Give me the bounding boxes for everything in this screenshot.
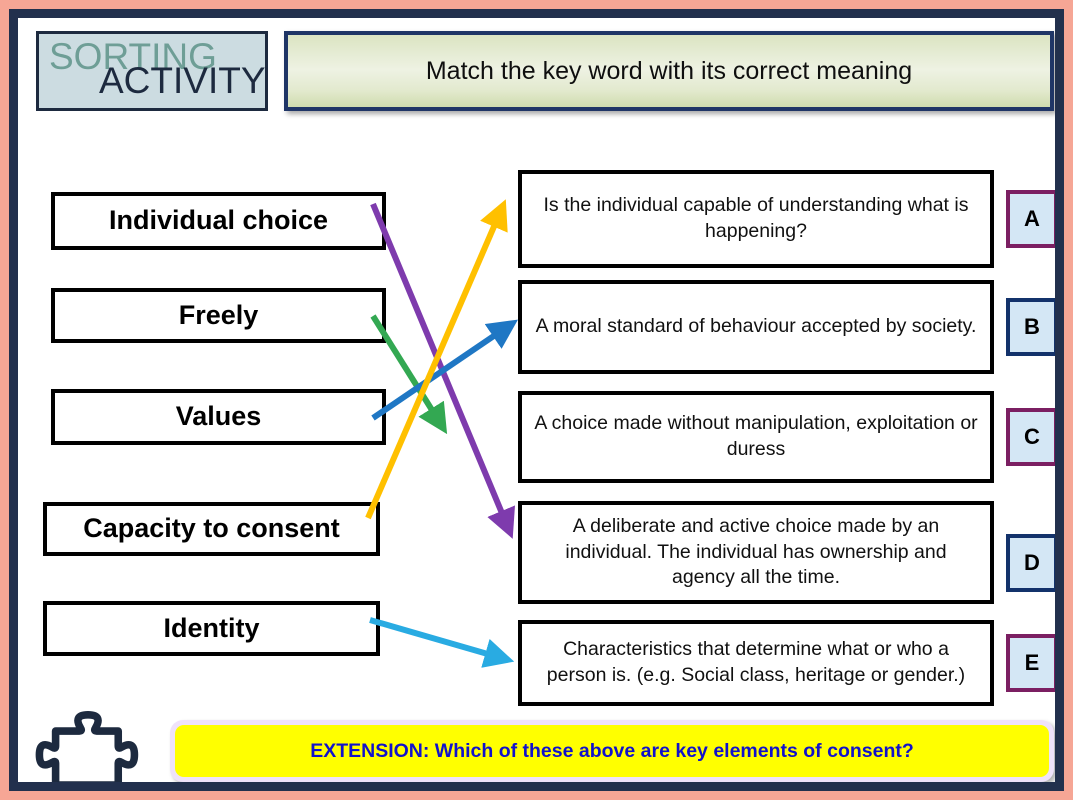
keyword-box-freely[interactable]: Freely <box>51 288 386 343</box>
slide-canvas: SORTING ACTIVITY Match the key word with… <box>18 18 1055 782</box>
definition-box-b[interactable]: A moral standard of behaviour accepted b… <box>518 280 994 374</box>
letter-badge-b: B <box>1006 298 1055 356</box>
arrow-capacity-to-consent-to-a <box>365 199 508 520</box>
definition-box-d[interactable]: A deliberate and active choice made by a… <box>518 501 994 604</box>
slide-frame-inner: SORTING ACTIVITY Match the key word with… <box>9 9 1064 791</box>
arrow-individual-choice-to-d <box>370 202 515 539</box>
extension-text: EXTENSION: Which of these above are key … <box>310 739 914 762</box>
extension-bar: EXTENSION: Which of these above are key … <box>170 720 1054 782</box>
arrow-identity-to-e <box>369 617 515 668</box>
page-title: Match the key word with its correct mean… <box>425 56 913 85</box>
definition-text: Characteristics that determine what or w… <box>546 638 966 686</box>
arrow-values-to-b <box>371 319 518 421</box>
keyword-label: Freely <box>178 299 259 330</box>
definition-box-c[interactable]: A choice made without manipulation, expl… <box>518 391 994 483</box>
keyword-label: Individual choice <box>108 205 329 236</box>
letter-badge-a: A <box>1006 190 1055 248</box>
letter-badge-d: D <box>1006 534 1055 592</box>
letter-badge-label: D <box>1024 550 1040 575</box>
keyword-label: Identity <box>163 612 260 643</box>
keyword-box-values[interactable]: Values <box>51 389 386 445</box>
letter-badge-label: A <box>1024 206 1040 231</box>
definition-text: A moral standard of behaviour accepted b… <box>535 315 977 338</box>
keyword-label: Capacity to consent <box>83 513 340 544</box>
definition-text: A choice made without manipulation, expl… <box>534 412 978 460</box>
letter-badge-e: E <box>1006 634 1055 692</box>
keyword-box-individual-choice[interactable]: Individual choice <box>51 192 386 250</box>
letter-badge-c: C <box>1006 408 1055 466</box>
keyword-label: Values <box>175 401 262 432</box>
puzzle-piece-icon <box>35 711 139 782</box>
definition-box-a[interactable]: Is the individual capable of understandi… <box>518 170 994 268</box>
title-banner: Match the key word with its correct mean… <box>284 31 1054 111</box>
letter-badge-label: C <box>1024 424 1040 449</box>
extension-bar-inner: EXTENSION: Which of these above are key … <box>175 725 1049 777</box>
definition-box-e[interactable]: Characteristics that determine what or w… <box>518 620 994 706</box>
definition-text: Is the individual capable of understandi… <box>543 194 969 242</box>
logo-word-activity: ACTIVITY <box>99 60 266 101</box>
logo-word-sorting: SORTING <box>49 36 217 77</box>
letter-badge-label: B <box>1024 314 1040 339</box>
keyword-box-identity[interactable]: Identity <box>43 601 380 656</box>
letter-badge-label: E <box>1024 650 1040 675</box>
sorting-activity-logo: SORTING ACTIVITY <box>36 31 268 111</box>
definition-text: A deliberate and active choice made by a… <box>565 514 947 589</box>
keyword-box-capacity-to-consent[interactable]: Capacity to consent <box>43 502 380 556</box>
